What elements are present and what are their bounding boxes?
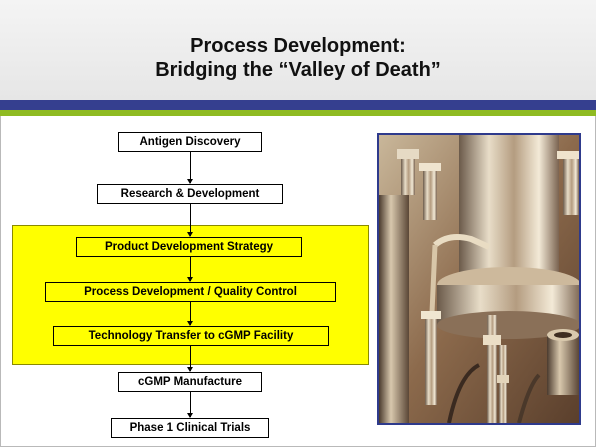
flow-arrow xyxy=(187,346,193,372)
flow-arrow xyxy=(187,152,193,184)
step-technology-transfer: Technology Transfer to cGMP Facility xyxy=(53,326,329,346)
title-area: Process Development: Bridging the “Valle… xyxy=(0,0,596,100)
slide-title-line-2: Bridging the “Valley of Death” xyxy=(155,59,441,81)
step-research-development: Research & Development xyxy=(97,184,283,204)
title-divider-green xyxy=(0,110,596,116)
flow-arrow xyxy=(187,302,193,326)
step-product-development-strategy: Product Development Strategy xyxy=(76,237,302,257)
bioreactor-photo xyxy=(377,133,581,425)
step-phase-1-clinical-trials: Phase 1 Clinical Trials xyxy=(111,418,269,438)
step-antigen-discovery: Antigen Discovery xyxy=(118,132,262,152)
bioreactor-image xyxy=(379,135,579,423)
slide-title: Process Development: Bridging the “Valle… xyxy=(0,34,596,82)
flow-arrow xyxy=(187,204,193,237)
step-process-development-quality-control: Process Development / Quality Control xyxy=(45,282,336,302)
flow-arrow xyxy=(187,392,193,418)
step-cgmp-manufacture: cGMP Manufacture xyxy=(118,372,262,392)
slide-title-line-1: Process Development: xyxy=(190,35,406,57)
flow-arrow xyxy=(187,257,193,282)
title-divider-blue xyxy=(0,100,596,110)
